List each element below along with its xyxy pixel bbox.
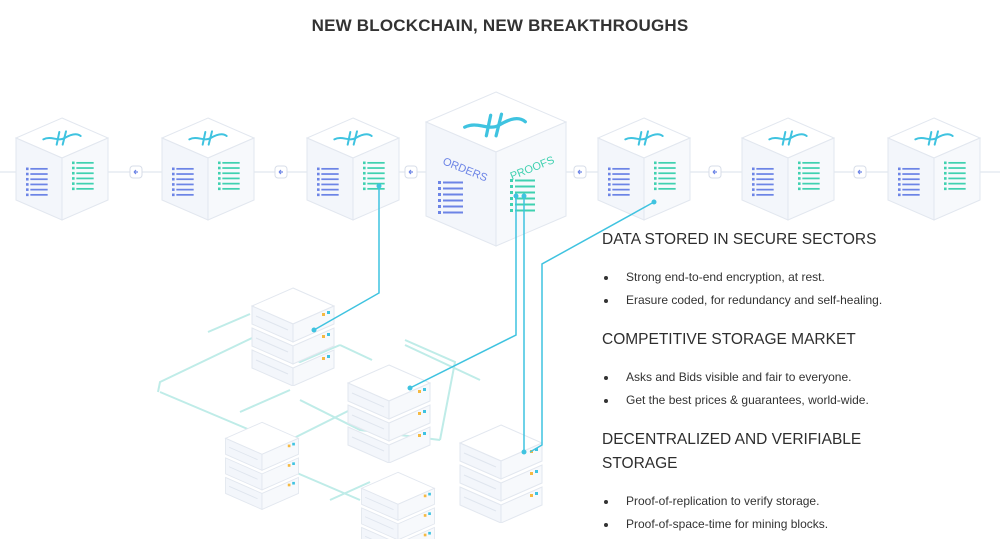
connection-dots	[311, 183, 657, 455]
block-3	[307, 118, 399, 220]
arrow-left-icon	[274, 165, 288, 179]
arrow-left-icon	[129, 165, 143, 179]
section-heading: DECENTRALIZED AND VERIFIABLE STORAGE	[602, 431, 862, 472]
list-item: Asks and Bids visible and fair to everyo…	[602, 370, 992, 385]
section-verifiable-storage: DECENTRALIZED AND VERIFIABLE STORAGE Pro…	[602, 428, 992, 532]
block-1	[16, 118, 108, 220]
server-rack-3	[225, 421, 299, 510]
proof-connections	[313, 186, 655, 453]
arrow-left-icon	[573, 165, 587, 179]
server-rack-4	[459, 424, 543, 523]
diagram-title: NEW BLOCKCHAIN, NEW BREAKTHROUGHS	[311, 16, 689, 35]
section-heading: COMPETITIVE STORAGE MARKET	[602, 331, 856, 348]
block-2	[162, 118, 254, 220]
section-storage-market: COMPETITIVE STORAGE MARKET Asks and Bids…	[602, 328, 992, 408]
section-list: Proof-of-replication to verify storage. …	[602, 494, 992, 532]
block-6	[742, 118, 834, 220]
section-list: Strong end-to-end encryption, at rest. E…	[602, 270, 992, 308]
blockchain-storage-diagram: ORDERS PROOFS	[0, 91, 1000, 539]
arrow-left-icon	[404, 165, 418, 179]
block-7	[888, 118, 980, 220]
server-rack-2	[347, 364, 431, 463]
network-lines	[157, 313, 481, 501]
list-item: Proof-of-replication to verify storage.	[602, 494, 992, 509]
block-5	[598, 118, 690, 220]
arrow-left-icon	[708, 165, 722, 179]
main-block: ORDERS PROOFS	[424, 91, 568, 247]
list-item: Proof-of-space-time for mining blocks.	[602, 517, 992, 532]
section-heading: DATA STORED IN SECURE SECTORS	[602, 231, 877, 248]
list-item: Get the best prices & guarantees, world-…	[602, 393, 992, 408]
features-panel: DATA STORED IN SECURE SECTORS Strong end…	[602, 228, 992, 552]
section-list: Asks and Bids visible and fair to everyo…	[602, 370, 992, 408]
server-rack-5	[361, 471, 435, 539]
list-item: Strong end-to-end encryption, at rest.	[602, 270, 992, 285]
arrow-left-icon	[853, 165, 867, 179]
server-rack-1	[251, 287, 335, 386]
list-item: Erasure coded, for redundancy and self-h…	[602, 293, 992, 308]
section-secure-sectors: DATA STORED IN SECURE SECTORS Strong end…	[602, 228, 992, 308]
